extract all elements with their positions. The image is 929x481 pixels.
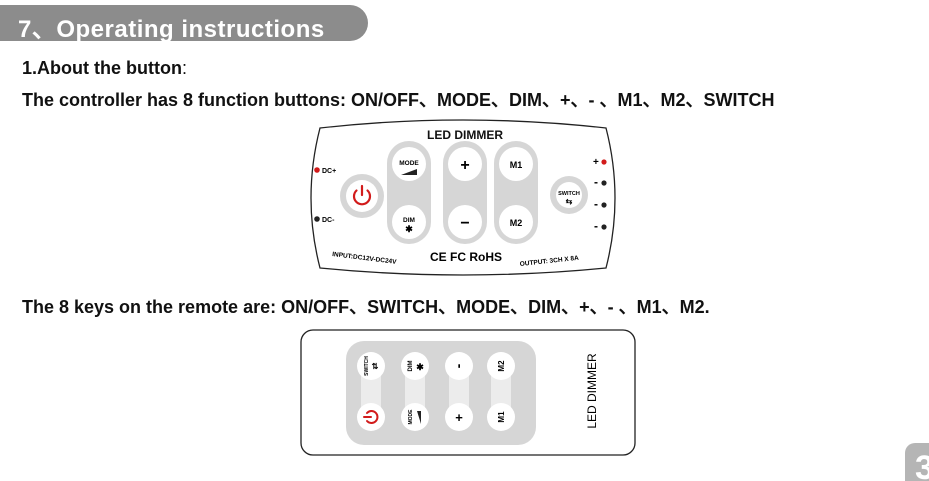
remote-plus-button[interactable]: + <box>445 403 473 431</box>
m2-label: M2 <box>510 218 523 228</box>
remote-power-icon <box>366 410 379 424</box>
remote-power-button[interactable] <box>357 403 385 431</box>
remote-m2-button[interactable]: M2 <box>487 352 515 380</box>
controller-m1-button[interactable]: M1 <box>499 147 533 181</box>
channel-dot-1 <box>601 159 607 165</box>
remote-brightness-icon: ✱ <box>416 362 424 372</box>
controller-m2-button[interactable]: M2 <box>499 205 533 239</box>
power-icon <box>352 189 372 206</box>
minus-label: − <box>460 215 469 232</box>
channel-label-minus-1: - <box>594 175 598 189</box>
channel-dot-4 <box>601 224 607 230</box>
remote-description: The 8 keys on the remote are: ON/OFF、SWI… <box>22 297 710 317</box>
subheading-text: 1.About the button <box>22 58 182 78</box>
m1-label: M1 <box>510 160 523 170</box>
section-title: 7、Operating instructions <box>18 16 325 43</box>
remote-switch-label: SWITCH <box>364 356 370 376</box>
remote-ramp-icon <box>417 411 421 424</box>
dc-minus-dot <box>314 216 320 222</box>
remote-switch-icon: ⇅ <box>372 362 379 371</box>
dc-minus-label: DC- <box>322 217 335 224</box>
controller-plus-button[interactable]: + <box>448 147 482 181</box>
controller-illustration: LED DIMMER DC+ DC- MODE DIM ✱ + − <box>310 119 616 276</box>
remote-plus-label: + <box>455 410 463 425</box>
brightness-icon: ✱ <box>405 224 413 234</box>
dc-plus-dot <box>314 167 320 173</box>
remote-m1-button[interactable]: M1 <box>487 403 515 431</box>
channel-label-plus: + <box>593 157 599 168</box>
section-title-tab: 7、Operating instructions <box>0 5 368 43</box>
dim-label: DIM <box>403 217 415 224</box>
remote-dim-button[interactable]: DIM ✱ <box>401 352 429 380</box>
controller-description: The controller has 8 function buttons: O… <box>22 90 775 110</box>
channel-label-minus-3: - <box>594 219 598 233</box>
remote-mode-button[interactable]: MODE <box>401 403 429 431</box>
remote-minus-label: - <box>450 363 466 368</box>
remote-mode-label: MODE <box>408 409 414 425</box>
subheading-colon: : <box>181 58 187 78</box>
remote-m2-label: M2 <box>497 360 506 372</box>
remote-m1-label: M1 <box>497 411 506 423</box>
remote-title: LED DIMMER <box>585 353 599 429</box>
channel-dot-2 <box>601 180 607 186</box>
mode-label: MODE <box>399 160 419 167</box>
controller-dim-button[interactable]: DIM ✱ <box>392 205 426 239</box>
controller-minus-button[interactable]: − <box>448 205 482 239</box>
plus-label: + <box>460 157 469 174</box>
subheading: 1.About the button: <box>22 58 187 79</box>
switch-label: SWITCH <box>558 191 580 197</box>
page-number-tab: 3 <box>905 443 929 481</box>
remote-illustration: SWITCH ⇅ DIM ✱ - M2 MODE + M1 LED DIMMER <box>300 329 636 456</box>
channel-label-minus-2: - <box>594 197 598 211</box>
ramp-icon <box>401 169 417 175</box>
page-number: 3 <box>915 449 929 481</box>
certification-marks: CE FC RoHS <box>430 250 502 264</box>
remote-dim-label: DIM <box>408 361 414 372</box>
controller-title: LED DIMMER <box>427 128 503 142</box>
switch-arrows-icon: ⇆ <box>566 197 573 206</box>
controller-mode-button[interactable]: MODE <box>392 147 426 181</box>
controller-switch-button[interactable]: SWITCH ⇆ <box>550 176 588 214</box>
remote-switch-button[interactable]: SWITCH ⇅ <box>357 352 385 380</box>
channel-dot-3 <box>601 202 607 208</box>
dc-plus-label: DC+ <box>322 168 336 175</box>
controller-power-button[interactable] <box>340 174 384 218</box>
remote-minus-button[interactable]: - <box>445 352 473 380</box>
